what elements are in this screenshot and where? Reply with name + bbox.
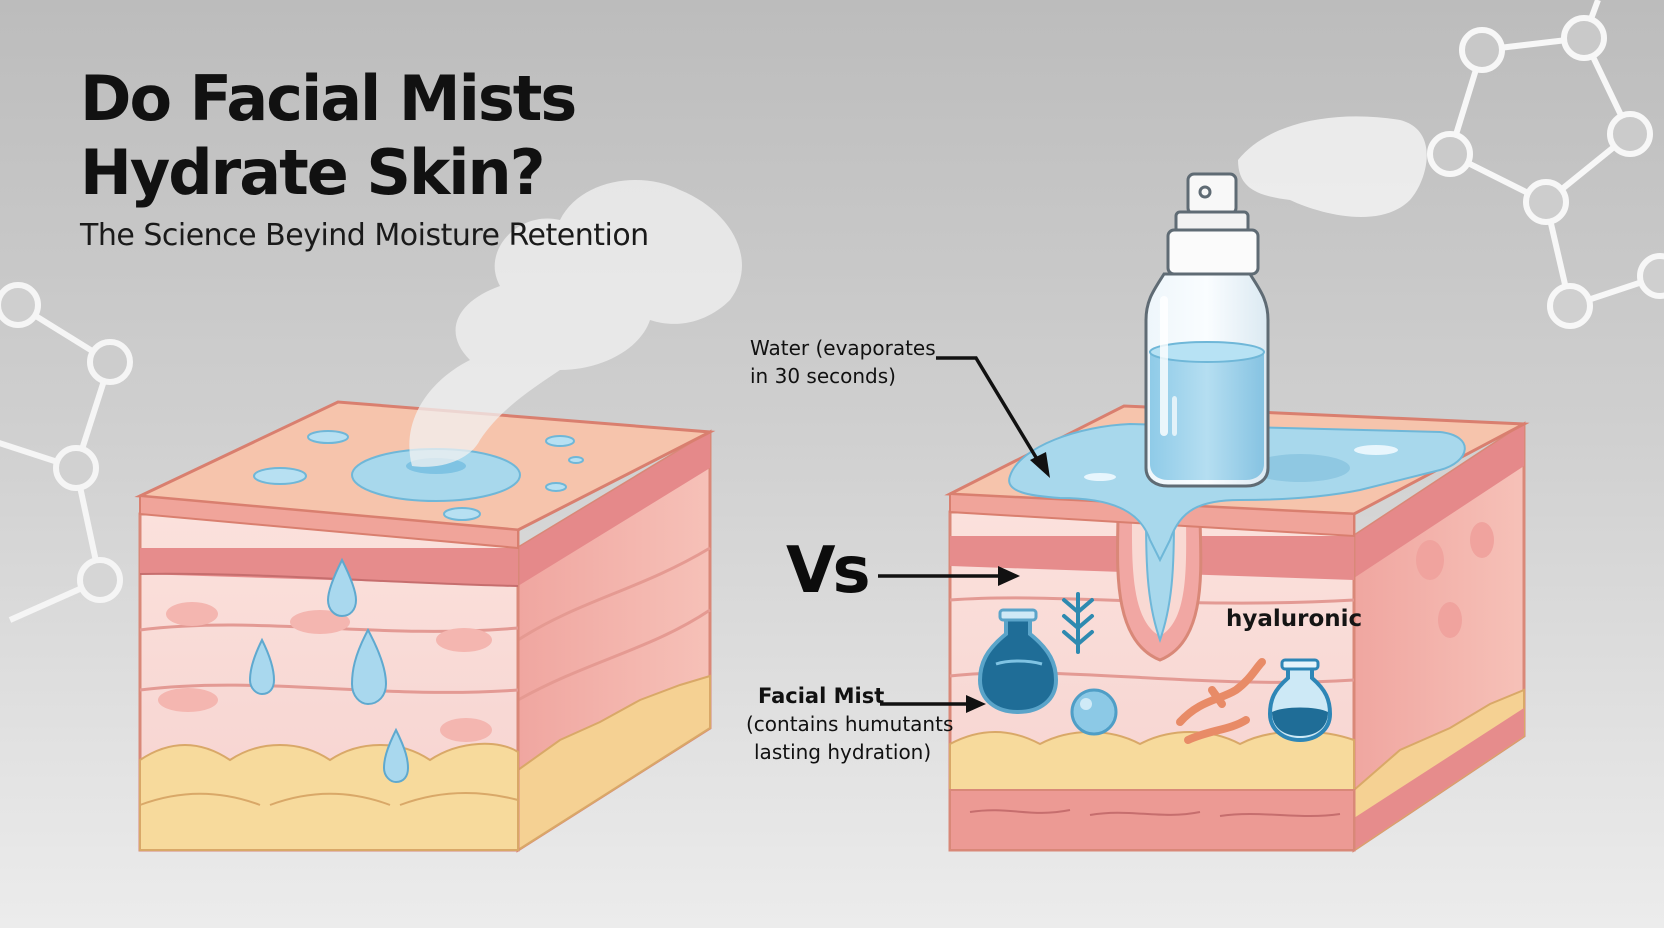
flask-icon (1267, 658, 1333, 743)
skin-block-right (944, 404, 1530, 853)
arrow-mist-pointer (880, 695, 986, 713)
hyaluronic-label: hyaluronic (1226, 606, 1363, 632)
arrow-vs-pointer (878, 566, 1020, 586)
facial-mist-line-2: lasting hydration) (754, 740, 932, 764)
facial-mist-line-1: (contains humutants (746, 712, 954, 736)
title-line-1: Do Facial Mists (80, 62, 577, 135)
page-title: Do Facial Mists Hydrate Skin? (80, 62, 577, 210)
water-label-line-1: Water (evaporates (750, 336, 936, 360)
water-label: Water (evaporates in 30 seconds) (750, 334, 936, 390)
vs-label: Vs (786, 534, 871, 608)
flask-icon (977, 608, 1059, 715)
subtitle: The Science Beyind Moisture Retention (80, 218, 649, 253)
facial-mist-label: Facial Mist (contains humutants lasting … (746, 682, 953, 766)
title-line-2: Hydrate Skin? (80, 136, 546, 209)
spray-bottle-icon (1144, 116, 1427, 488)
facial-mist-title: Facial Mist (758, 684, 885, 708)
bubble-icon (1070, 688, 1118, 736)
molecule-network-icon (0, 282, 133, 623)
molecule-network-icon (1427, 0, 1664, 329)
skin-block-left (134, 180, 742, 853)
sprout-icon (1062, 592, 1094, 654)
water-label-line-2: in 30 seconds) (750, 364, 896, 388)
fiber-icon (1176, 658, 1266, 744)
water-drop-icon (248, 557, 410, 784)
arrow-water-pointer (936, 356, 1050, 478)
